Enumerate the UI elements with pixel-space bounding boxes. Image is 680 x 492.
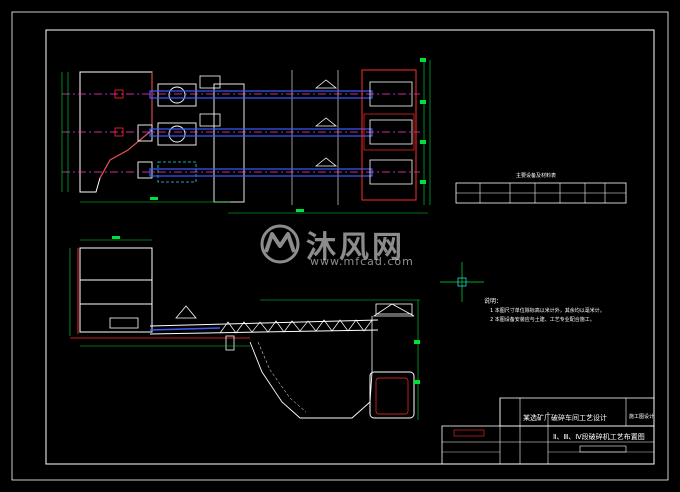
screen-building-inner	[375, 377, 409, 415]
hopper-red-edge	[99, 72, 153, 179]
notes-heading: 说明：	[484, 298, 503, 305]
crusher-mid	[157, 122, 197, 146]
dim-tag-6	[296, 209, 304, 212]
chute-3	[314, 157, 338, 167]
feeder-top	[199, 75, 221, 89]
dim-tag-2	[420, 100, 426, 104]
plan-view	[61, 58, 431, 214]
title-block-drawing-title: Ⅱ、Ⅲ、Ⅳ段破碎机工艺布置图	[553, 433, 645, 441]
dim-tag-1	[420, 58, 426, 62]
screen-hatch-1	[363, 113, 415, 151]
feeder-mid	[199, 113, 221, 127]
crusher-mid-rotor	[168, 125, 186, 143]
support-column	[225, 335, 235, 351]
embankment	[249, 341, 373, 419]
watermark-url: www.mfcad.com	[310, 255, 414, 268]
silo-upper	[79, 247, 153, 281]
crusher-elev	[109, 317, 139, 329]
chute-2	[314, 117, 338, 127]
truss-web	[219, 319, 373, 334]
elev-tag-1	[112, 236, 120, 239]
embankment-inner	[257, 341, 307, 413]
elev-tag-3	[414, 380, 420, 384]
screen-3	[369, 159, 413, 185]
drawing-frame	[45, 29, 655, 465]
conveyor-elev-blue	[149, 327, 221, 331]
screen-chute-elev	[372, 303, 415, 317]
dim-tag-4	[420, 180, 426, 184]
mf-logo-icon	[260, 224, 300, 264]
title-block	[441, 397, 655, 465]
silo-low	[79, 303, 153, 333]
trestle-bottom	[149, 329, 379, 335]
motor-block-2	[137, 161, 153, 179]
screen-2	[369, 119, 413, 145]
elevation-view	[69, 236, 420, 420]
column-frame	[213, 83, 245, 203]
dim-tag-3	[420, 140, 426, 144]
crusher-top-rotor	[168, 86, 186, 104]
conveyor-3	[149, 168, 373, 177]
dim-tag-5	[150, 197, 158, 200]
motor-block-1	[137, 124, 153, 142]
screen-1	[369, 81, 413, 107]
silo-mid	[79, 279, 153, 305]
equipment-table	[455, 182, 627, 204]
table-caption: 主要设备及材料表	[516, 173, 557, 179]
watermark-name: 沐风网	[306, 230, 405, 265]
screen-building-elev	[369, 371, 415, 419]
elev-tag-2	[414, 340, 420, 344]
crusher-top	[157, 83, 197, 107]
outer-frame	[11, 11, 669, 481]
title-block-project: 某选矿厂破碎车间工艺设计	[523, 414, 607, 422]
conveyor-2	[149, 128, 373, 137]
trestle-top	[149, 319, 379, 327]
notes-line-1: 1 本图尺寸单位除标高以米计外，其余均以毫米计。	[490, 308, 605, 314]
screen-top	[375, 303, 413, 315]
notes-line-2: 2 本图设备安装应与土建、工艺专业配合施工。	[490, 317, 595, 323]
chute-1	[314, 79, 338, 89]
title-block-stage: 施工图设计	[629, 414, 655, 420]
conveyor-1	[149, 90, 373, 99]
screen-building	[361, 69, 417, 201]
support-left	[175, 305, 197, 319]
crosshair-marker	[440, 262, 484, 302]
